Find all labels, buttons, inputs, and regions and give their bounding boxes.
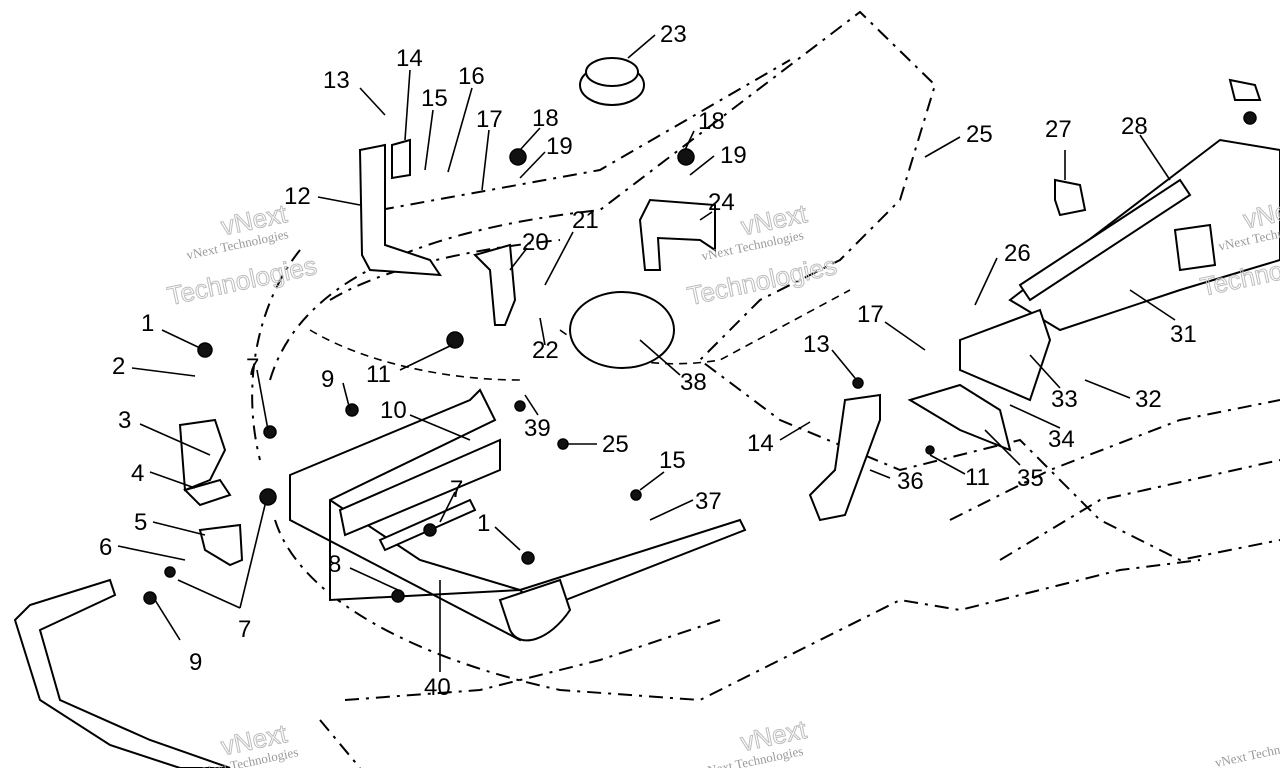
callout-25: 25	[602, 431, 629, 458]
callout-8: 8	[328, 551, 341, 578]
callout-18: 18	[532, 105, 559, 132]
bracket-36	[808, 393, 881, 522]
callout-10: 10	[380, 397, 407, 424]
callout-28: 28	[1121, 113, 1148, 140]
callout-3: 3	[118, 407, 131, 434]
callout-17: 17	[476, 106, 503, 133]
callout-6: 6	[99, 534, 112, 561]
callout-2: 2	[112, 353, 125, 380]
callout-13: 13	[803, 331, 830, 358]
callout-7: 7	[450, 476, 463, 503]
callout-15: 15	[659, 447, 686, 474]
callout-31: 31	[1170, 321, 1197, 348]
bracket-4	[183, 478, 232, 507]
callout-14: 14	[747, 430, 774, 457]
bumper	[13, 578, 231, 768]
callout-1: 1	[477, 510, 490, 537]
callout-7: 7	[246, 354, 259, 381]
leader-lines	[117, 34, 1176, 672]
callout-35: 35	[1017, 465, 1044, 492]
bracket-24	[638, 198, 716, 271]
bracket-20	[473, 243, 517, 326]
callout-39: 39	[524, 415, 551, 442]
callout-17: 17	[857, 301, 884, 328]
bracket-5	[198, 523, 244, 567]
watermark-left: vNext vNext Technologies Technologies	[164, 198, 320, 312]
callout-38: 38	[680, 369, 707, 396]
callout-19: 19	[720, 142, 747, 169]
watermark-bottom-right: vNext Technologies	[1213, 734, 1280, 768]
callout-23: 23	[660, 21, 687, 48]
callout-32: 32	[1135, 386, 1162, 413]
callout-37: 37	[695, 488, 722, 515]
callout-20: 20	[522, 229, 549, 256]
callout-9: 9	[321, 366, 334, 393]
fasteners	[143, 111, 1257, 605]
callout-24: 24	[708, 189, 735, 216]
callout-18: 18	[698, 108, 725, 135]
callout-4: 4	[131, 460, 144, 487]
callout-25: 25	[966, 121, 993, 148]
callout-22: 22	[532, 337, 559, 364]
front-frame	[289, 388, 747, 642]
callout-13: 13	[323, 67, 350, 94]
callout-16: 16	[458, 63, 485, 90]
callout-11: 11	[965, 464, 990, 491]
callout-11: 11	[366, 361, 391, 388]
callout-1: 1	[141, 310, 154, 337]
callout-34: 34	[1048, 426, 1075, 453]
callout-15: 15	[421, 85, 448, 112]
callout-9: 9	[189, 649, 202, 676]
callout-12: 12	[284, 183, 311, 210]
callout-33: 33	[1051, 386, 1078, 413]
callout-40: 40	[424, 674, 451, 701]
bracket-3	[178, 418, 227, 492]
callout-27: 27	[1045, 116, 1072, 143]
callout-19: 19	[546, 133, 573, 160]
callout-26: 26	[1004, 240, 1031, 267]
callout-21: 21	[572, 207, 599, 234]
clip-14	[391, 138, 411, 180]
callout-5: 5	[134, 509, 147, 536]
callout-labels: 13 14 15 16 17 18 19 23 18 19 25 27 28 1…	[99, 21, 1197, 701]
left-bracket-12	[358, 143, 442, 277]
svg-text:vNext Technologies: vNext Technologies	[1213, 734, 1280, 768]
callout-14: 14	[396, 45, 423, 72]
fuel-neck-38	[569, 291, 675, 369]
watermark-bottom-center: vNext vNext Technologies	[700, 713, 811, 768]
callout-36: 36	[897, 468, 924, 495]
callout-7: 7	[238, 616, 251, 643]
tunnel-rail-assembly	[907, 78, 1280, 452]
